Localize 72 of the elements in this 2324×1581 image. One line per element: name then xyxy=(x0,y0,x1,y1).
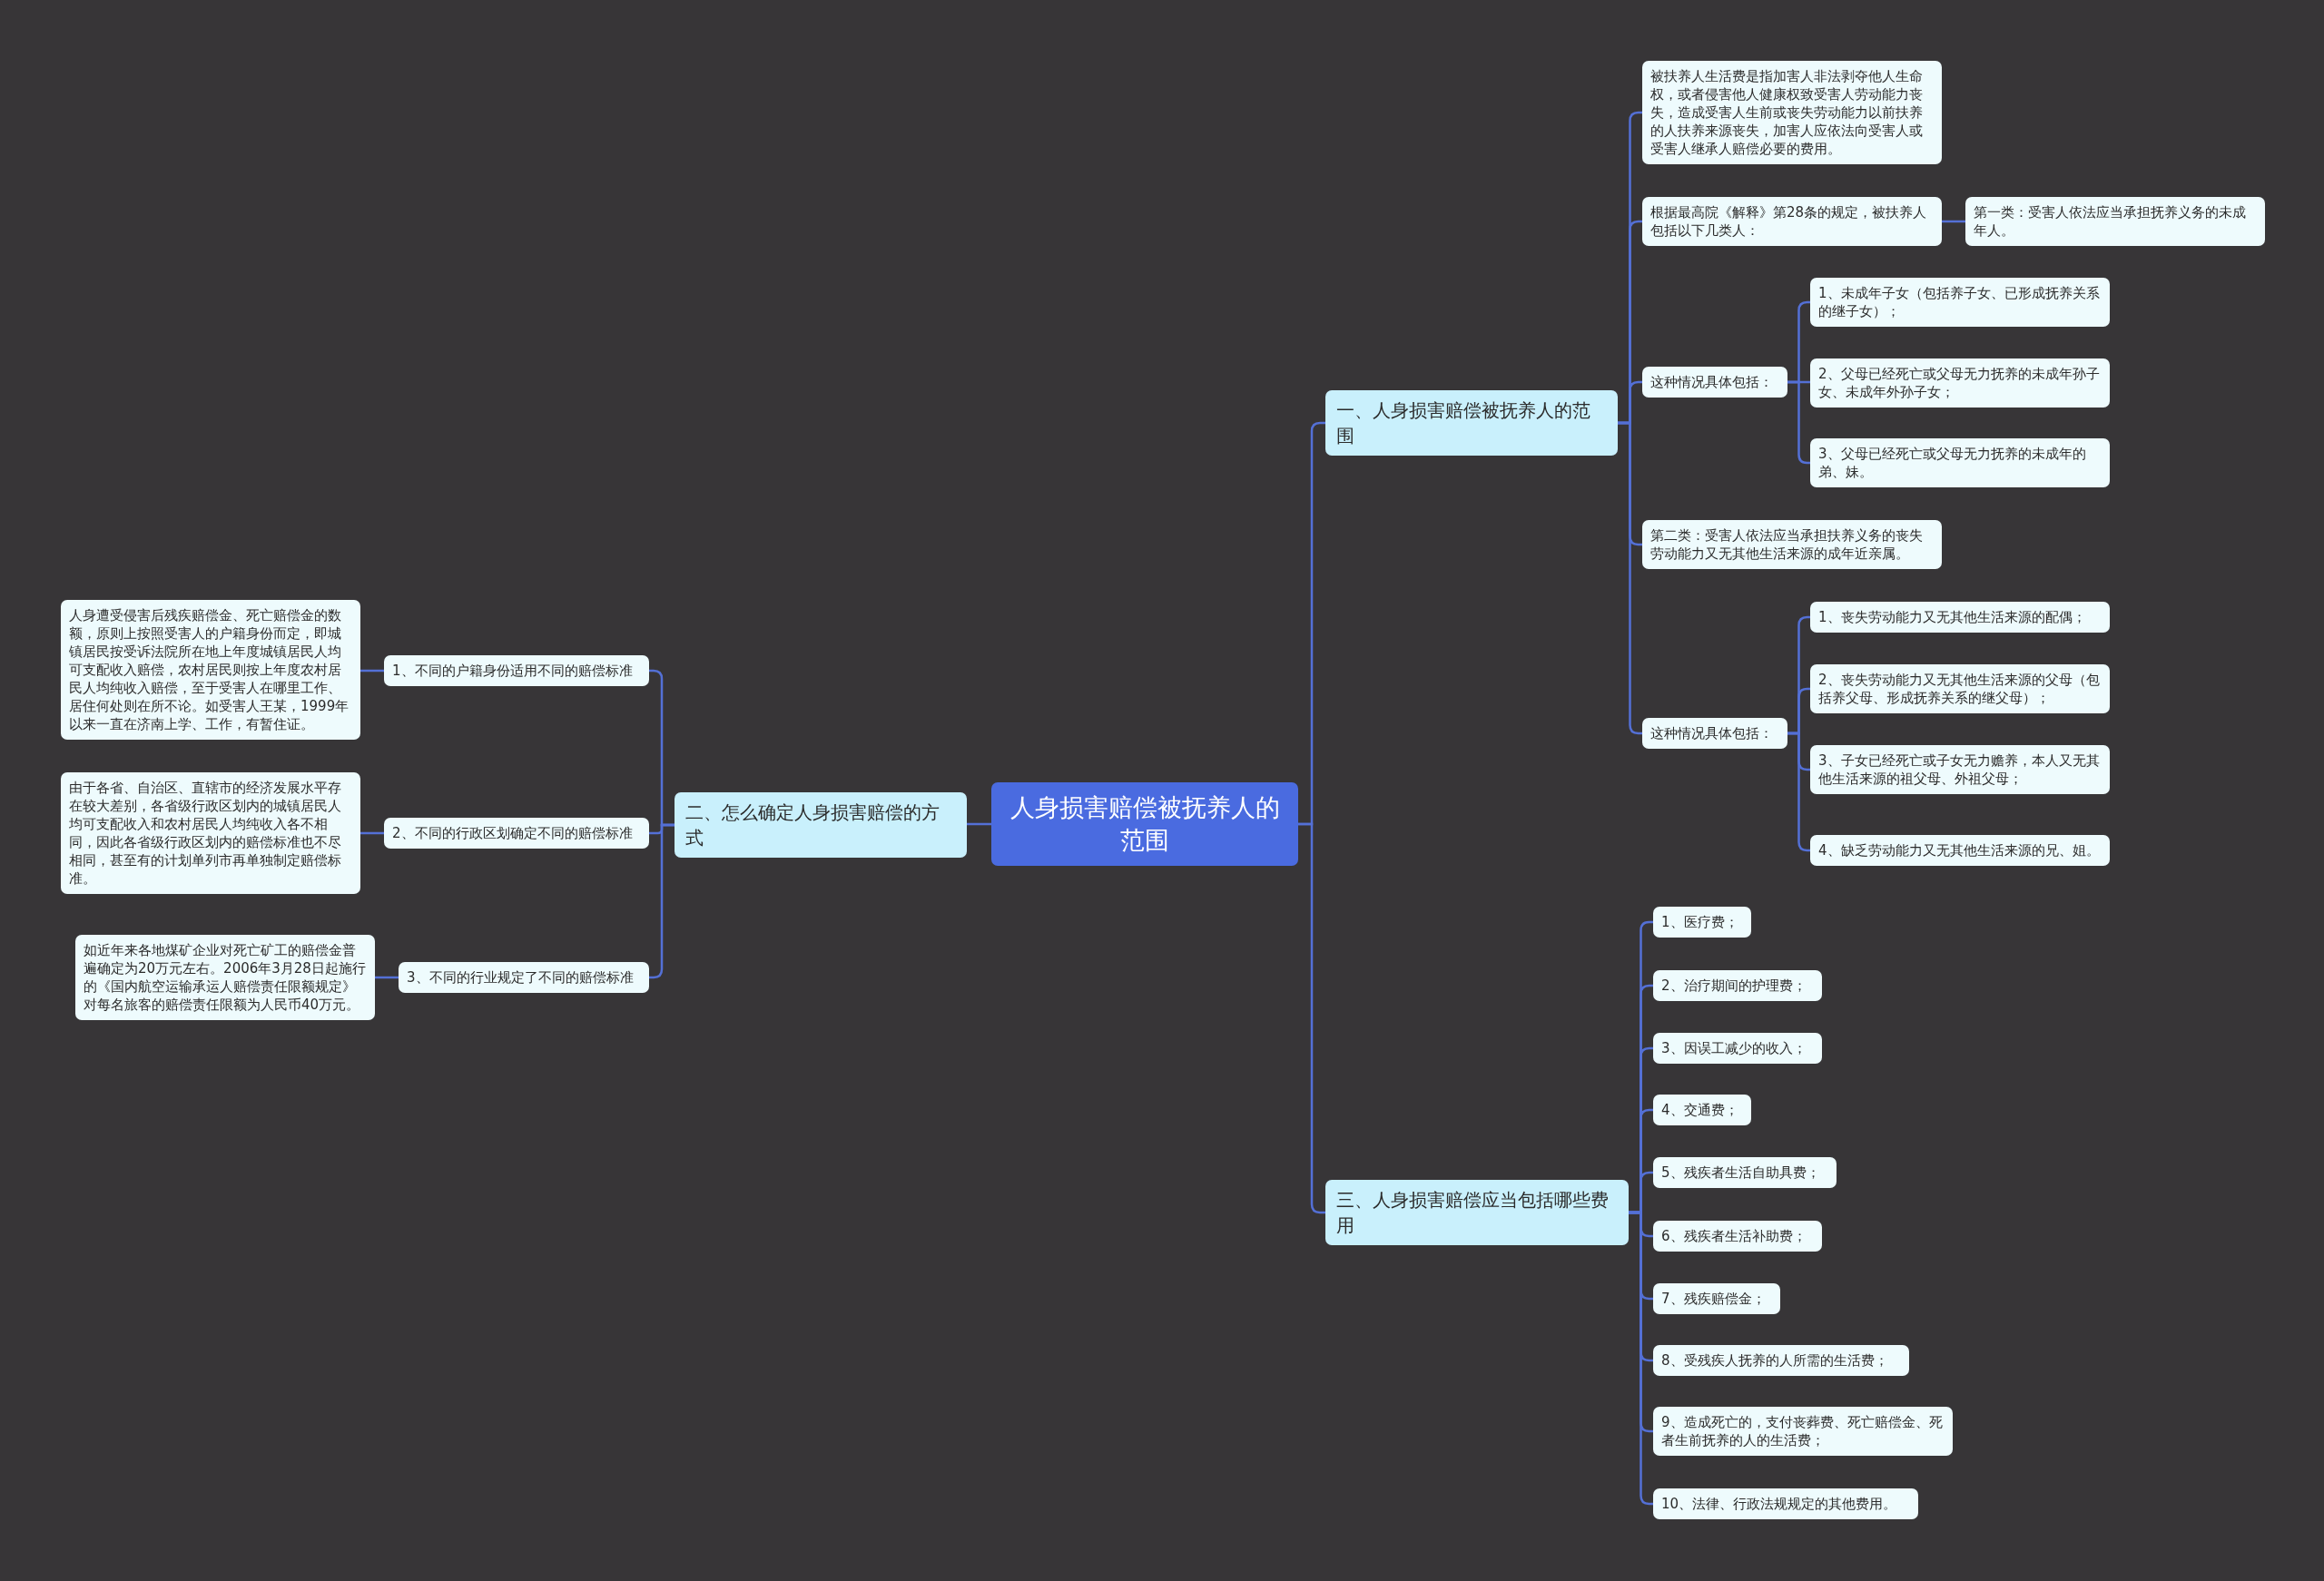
subtopic-box xyxy=(384,655,649,686)
subtopic-box xyxy=(1653,1095,1751,1125)
topic-text: 9、造成死亡的，支付丧葬费、死亡赔偿金、死者生前抚养的人的生活费； xyxy=(1661,1413,1944,1449)
subtopic-box xyxy=(1642,520,1942,569)
topic-text: 5、残疾者生活自助具费； xyxy=(1661,1164,1821,1182)
subtopic-box xyxy=(1642,367,1787,398)
subtopic-box xyxy=(75,935,375,1020)
topic-text: 这种情况具体包括： xyxy=(1650,724,1774,742)
topic-text: 一、人身损害赔偿被抚养人的范围 xyxy=(1336,398,1591,448)
topic-text: 2、治疗期间的护理费； xyxy=(1661,977,1807,995)
subtopic-box xyxy=(1653,1157,1837,1188)
topic-text: 三、人身损害赔偿应当包括哪些费用 xyxy=(1336,1188,1610,1238)
topic-text: 由于各省、自治区、直辖市的经济发展水平存在较大差别，各省级行政区划内的城镇居民人均可支配收入和农村居民人均纯收入各不相同，因此各省级行政区划内的赔偿标准也不尽相同，甚至有的计划单列市再单独制定赔偿标准。 xyxy=(69,779,342,888)
subtopic-box xyxy=(1653,907,1751,938)
subtopic-box xyxy=(1810,664,2110,713)
subtopic-box xyxy=(1810,745,2110,794)
topic-text: 如近年来各地煤矿企业对死亡矿工的赔偿金普遍确定为20万元左右。2006年3月28日起施行的《国内航空运输承运人赔偿责任限额规定》对每名旅客的赔偿责任限额为人民币40万元。 xyxy=(84,941,367,1014)
topic-text: 6、残疾者生活补助费； xyxy=(1661,1227,1807,1245)
topic-text: 2、父母已经死亡或父母无力抚养的未成年孙子女、未成年外孙子女； xyxy=(1818,365,2101,401)
topic-text: 第一类：受害人依法应当承担抚养义务的未成年人。 xyxy=(1974,203,2247,240)
topic-text: 1、医疗费； xyxy=(1661,913,1739,931)
subtopic-box xyxy=(1653,1283,1780,1314)
topic-text: 3、因误工减少的收入； xyxy=(1661,1039,1807,1057)
connector-line xyxy=(967,822,991,826)
topic-text: 4、交通费； xyxy=(1661,1101,1739,1119)
topic-text: 人身遭受侵害后残疾赔偿金、死亡赔偿金的数额，原则上按照受害人的户籍身份而定，即城镇居民按受诉法院所在地上年度城镇居民人均可支配收入赔偿，农村居民则按上年度农村居民人均纯收入赔偿，至于受害人在哪里工作、居住何处则在所不论。如受害人王某，1999年以来一直在济南上学、工作，有暂住证。 xyxy=(69,606,350,733)
subtopic-box xyxy=(1810,278,2110,327)
central-topic-box xyxy=(991,782,1298,866)
topic-text: 1、未成年子女（包括养子女、已形成抚养关系的继子女）； xyxy=(1818,284,2101,320)
topic-text: 根据最高院《解释》第28条的规定，被扶养人包括以下几类人： xyxy=(1650,203,1928,240)
topic-text: 2、丧失劳动能力又无其他生活来源的父母（包括养父母、形成抚养关系的继父母）； xyxy=(1818,671,2101,707)
topic-text: 人身损害赔偿被抚养人的范围 xyxy=(1009,792,1281,856)
subtopic-box xyxy=(1653,1345,1909,1376)
topic-text: 这种情况具体包括： xyxy=(1650,373,1774,391)
connector-line xyxy=(375,976,399,979)
topic-text: 8、受残疾人抚养的人所需的生活费； xyxy=(1661,1351,1889,1370)
branch-topic-box xyxy=(1325,390,1618,456)
subtopic-box xyxy=(1965,197,2265,246)
topic-text: 第二类：受害人依法应当承担扶养义务的丧失劳动能力又无其他生活来源的成年近亲属。 xyxy=(1650,526,1924,563)
connector-line xyxy=(1942,220,1965,223)
subtopic-box xyxy=(1810,602,2110,633)
topic-text: 4、缺乏劳动能力又无其他生活来源的兄、姐。 xyxy=(1818,841,2101,859)
subtopic-box xyxy=(1810,438,2110,487)
topic-text: 二、怎么确定人身损害赔偿的方式 xyxy=(685,800,940,850)
subtopic-box xyxy=(399,962,649,993)
branch-topic-box xyxy=(1325,1180,1629,1245)
subtopic-box xyxy=(61,772,360,894)
topic-text: 被扶养人生活费是指加害人非法剥夺他人生命权，或者侵害他人健康权致受害人劳动能力丧失，造成受害人生前或丧失劳动能力以前扶养的人扶养来源丧失，加害人应依法向受害人或受害人继承人赔偿必要的费用。 xyxy=(1650,67,1924,158)
subtopic-box xyxy=(1642,718,1787,749)
topic-text: 3、不同的行业规定了不同的赔偿标准 xyxy=(407,968,635,987)
connector-line xyxy=(360,831,384,835)
topic-text: 1、丧失劳动能力又无其他生活来源的配偶； xyxy=(1818,608,2087,626)
subtopic-box xyxy=(1642,197,1942,246)
subtopic-box xyxy=(1810,358,2110,408)
connector-line xyxy=(360,669,384,673)
topic-text: 7、残疾赔偿金； xyxy=(1661,1290,1767,1308)
topic-text: 1、不同的户籍身份适用不同的赔偿标准 xyxy=(392,662,634,680)
topic-text: 10、法律、行政法规规定的其他费用。 xyxy=(1661,1495,1898,1513)
topic-text: 3、父母已经死亡或父母无力抚养的未成年的弟、妹。 xyxy=(1818,445,2087,481)
connector-line xyxy=(1787,732,1810,852)
topic-text: 3、子女已经死亡或子女无力赡养，本人又无其他生活来源的祖父母、外祖父母； xyxy=(1818,751,2101,788)
subtopic-box xyxy=(1653,1488,1918,1519)
subtopic-box xyxy=(1653,1221,1822,1252)
branch-topic-box xyxy=(675,792,967,858)
topic-text: 2、不同的行政区划确定不同的赔偿标准 xyxy=(392,824,634,842)
subtopic-box xyxy=(1653,1033,1822,1064)
subtopic-box xyxy=(1810,835,2110,866)
subtopic-box xyxy=(1642,61,1942,164)
subtopic-box xyxy=(384,818,649,849)
subtopic-box xyxy=(1653,970,1822,1001)
subtopic-box xyxy=(1653,1407,1953,1456)
connector-line xyxy=(1787,380,1810,465)
